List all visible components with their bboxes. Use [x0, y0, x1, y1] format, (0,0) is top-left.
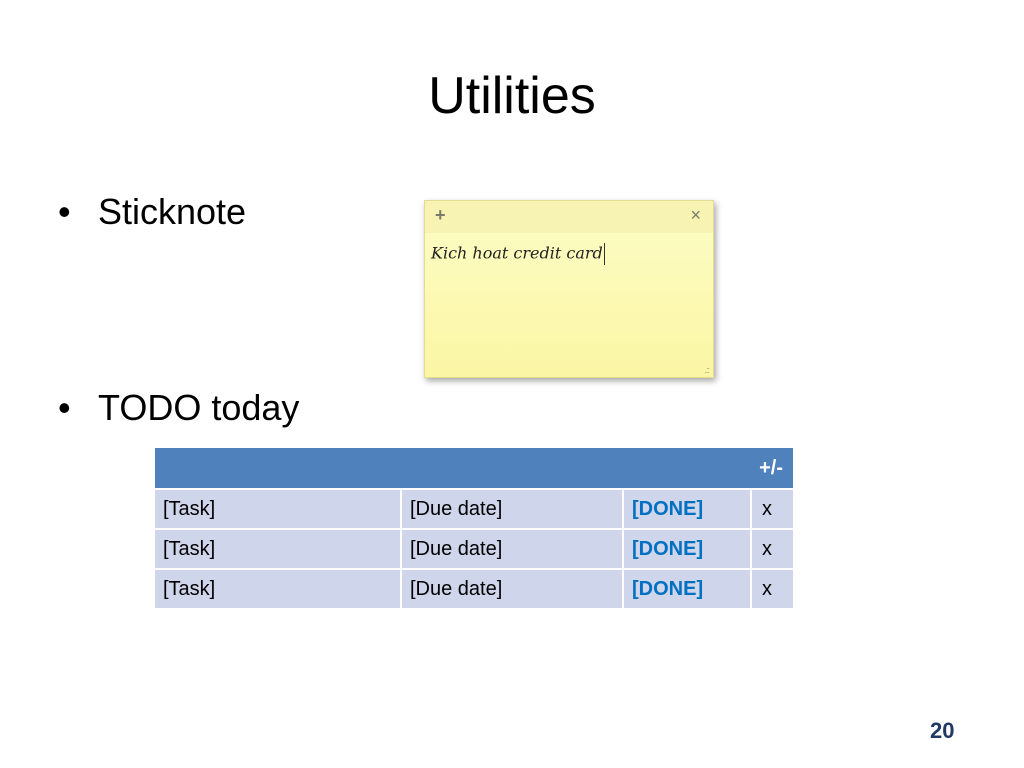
add-note-icon[interactable]: + [435, 205, 446, 225]
page-number: 20 [930, 718, 955, 743]
due-date-cell[interactable]: [Due date] [401, 569, 624, 610]
sticky-note-content[interactable]: Kich hoat credit card [431, 243, 603, 263]
table-row: [Task] [Due date] [DONE] x [155, 569, 793, 610]
todo-table: +/- [Task] [Due date] [DONE] x [Task] [D… [155, 448, 793, 610]
table-row: [Task] [Due date] [DONE] x [155, 489, 793, 530]
delete-button[interactable]: x [751, 489, 793, 530]
text-caret [603, 243, 605, 265]
bullet-text: TODO today [98, 387, 300, 428]
sticky-note-text[interactable]: Kich hoat credit card [431, 243, 605, 265]
done-button[interactable]: [DONE] [623, 489, 752, 530]
bullet-text: Sticknote [98, 191, 247, 232]
bullet-dot-icon: • [58, 387, 71, 428]
done-button[interactable]: [DONE] [623, 529, 752, 570]
done-button[interactable]: [DONE] [623, 569, 752, 610]
slide-title: Utilities [428, 67, 596, 125]
bullet-sticknote: • Sticknote [58, 190, 246, 234]
resize-grip-icon[interactable]: .:: [704, 365, 709, 375]
task-cell[interactable]: [Task] [155, 569, 402, 610]
sticky-note-header: + × [425, 201, 713, 233]
task-cell[interactable]: [Task] [155, 529, 402, 570]
bullet-todo-today: • TODO today [58, 386, 299, 430]
add-remove-button[interactable]: +/- [155, 448, 793, 490]
due-date-cell[interactable]: [Due date] [401, 489, 624, 530]
todo-table-header: +/- [155, 448, 793, 490]
task-cell[interactable]: [Task] [155, 489, 402, 530]
bullet-dot-icon: • [58, 191, 71, 232]
sticky-note[interactable]: + × Kich hoat credit card .:: [424, 200, 714, 378]
delete-button[interactable]: x [751, 569, 793, 610]
due-date-cell[interactable]: [Due date] [401, 529, 624, 570]
delete-button[interactable]: x [751, 529, 793, 570]
close-icon[interactable]: × [690, 205, 701, 225]
table-row: [Task] [Due date] [DONE] x [155, 529, 793, 570]
